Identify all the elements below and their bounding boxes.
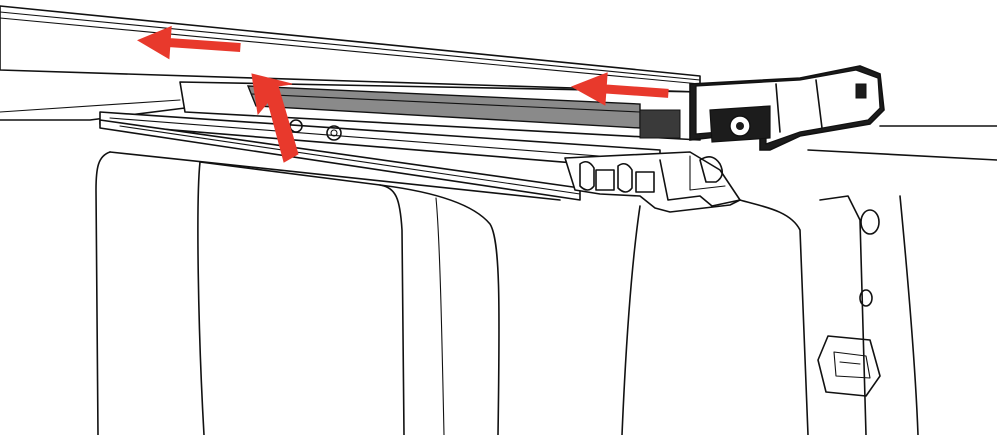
- side-rail: [0, 5, 701, 171]
- rail-end-cap: [639, 65, 885, 151]
- tie-down-bracket: [817, 335, 881, 397]
- clamp-bracket: [564, 151, 741, 213]
- bed-inner-wall: [95, 151, 809, 435]
- bracket-slot-2: [635, 171, 655, 193]
- arrow-left-top-shape: [137, 25, 241, 60]
- bracket-knob: [699, 156, 724, 183]
- wall-divider: [621, 205, 641, 435]
- arrow-up-diagonal: [251, 73, 299, 163]
- bracket-edge: [659, 159, 741, 207]
- bed-edge-left: [0, 107, 186, 121]
- arrow-left-right: [570, 72, 669, 106]
- rail-bolt-2: [326, 125, 342, 141]
- bracket-hook-1: [579, 160, 595, 191]
- slide-block: [639, 109, 681, 139]
- bracket-slot-1: [595, 169, 615, 191]
- right-inner-edge: [819, 195, 867, 435]
- wall-top-edge: [109, 151, 561, 201]
- wall-recess-outline: [199, 161, 405, 435]
- wall-recess-right: [379, 184, 500, 435]
- right-panel-line: [899, 195, 919, 435]
- side-hole-2: [859, 289, 873, 307]
- clamp-strip-body: [99, 119, 581, 201]
- wall-left-edge: [95, 151, 111, 435]
- wall-pillar: [739, 199, 809, 435]
- clamp-strip: [99, 119, 581, 201]
- side-hole-1: [860, 209, 880, 235]
- bracket-hook-2: [617, 162, 633, 193]
- arrow-up-diagonal-shape: [251, 73, 299, 163]
- bed-right-side: [807, 149, 997, 435]
- arrow-left-right-shape: [570, 72, 669, 106]
- wall-recess-groove: [435, 197, 445, 435]
- arrow-left-top: [137, 25, 241, 60]
- bed-edge-left-inner: [0, 99, 181, 113]
- wall-panel-line-1: [197, 161, 205, 435]
- bed-top-edge: [0, 99, 997, 127]
- end-cap-tab: [855, 83, 867, 99]
- right-top-edge: [807, 149, 997, 161]
